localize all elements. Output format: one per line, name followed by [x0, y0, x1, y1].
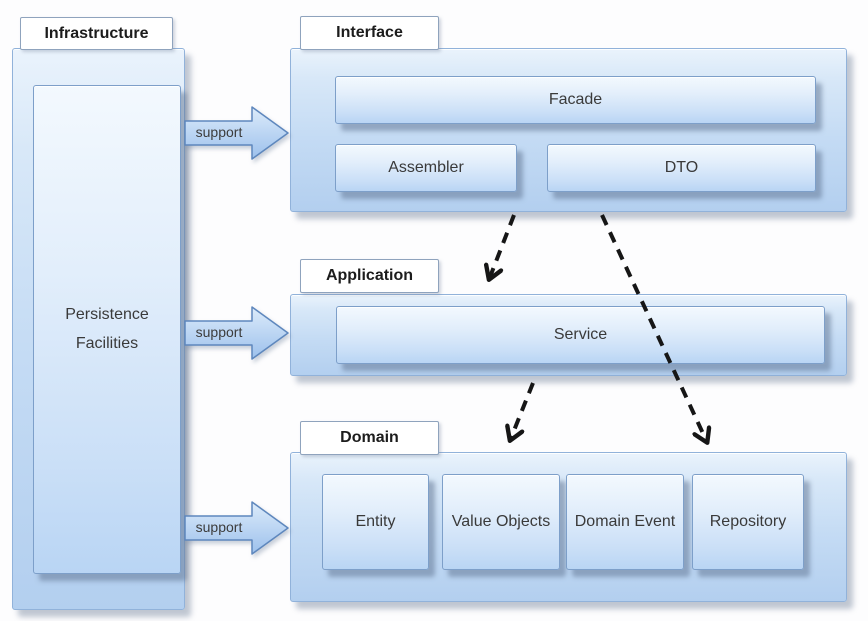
assembler-text: Assembler — [388, 158, 464, 176]
application-label-text: Application — [325, 267, 414, 284]
block-arrow-icon — [184, 106, 289, 160]
repository-box: Repository — [692, 474, 804, 570]
block-arrow-icon — [184, 306, 289, 360]
domain-label-text: Domain — [340, 429, 399, 446]
infrastructure-layer-label: Infrastructure — [20, 17, 173, 50]
service-text: Service — [553, 325, 608, 343]
support-label: support — [195, 519, 243, 535]
arrow-interface-to-application — [490, 214, 516, 277]
domain-event-box: Domain Event — [566, 474, 684, 570]
service-box: Service — [336, 306, 825, 364]
infrastructure-label-text: Infrastructure — [44, 24, 149, 42]
value-objects-box: Value Objects — [442, 474, 560, 570]
arrow-application-to-domain — [511, 382, 535, 438]
domain-layer-label: Domain — [300, 421, 439, 455]
entity-text: Entity — [355, 512, 396, 530]
application-layer-label: Application — [300, 259, 439, 293]
dto-box: DTO — [547, 144, 816, 192]
support-arrow-to-application: support — [184, 304, 290, 362]
support-label: support — [195, 324, 243, 340]
persistence-facilities-text: Persistence Facilities — [65, 305, 149, 352]
support-label: support — [195, 124, 243, 140]
entity-box: Entity — [322, 474, 429, 570]
value-objects-text: Value Objects — [451, 512, 551, 530]
support-arrow-to-interface: support — [184, 104, 290, 162]
facade-box: Facade — [335, 76, 816, 124]
persistence-facilities-box: Persistence Facilities — [33, 85, 181, 574]
interface-label-text: Interface — [336, 24, 403, 41]
dto-text: DTO — [664, 158, 699, 176]
repository-text: Repository — [709, 512, 787, 530]
interface-layer-label: Interface — [300, 16, 439, 50]
assembler-box: Assembler — [335, 144, 517, 192]
block-arrow-icon — [184, 501, 289, 555]
support-arrow-to-domain: support — [184, 499, 290, 557]
domain-event-text: Domain Event — [574, 512, 676, 530]
facade-text: Facade — [548, 90, 603, 108]
